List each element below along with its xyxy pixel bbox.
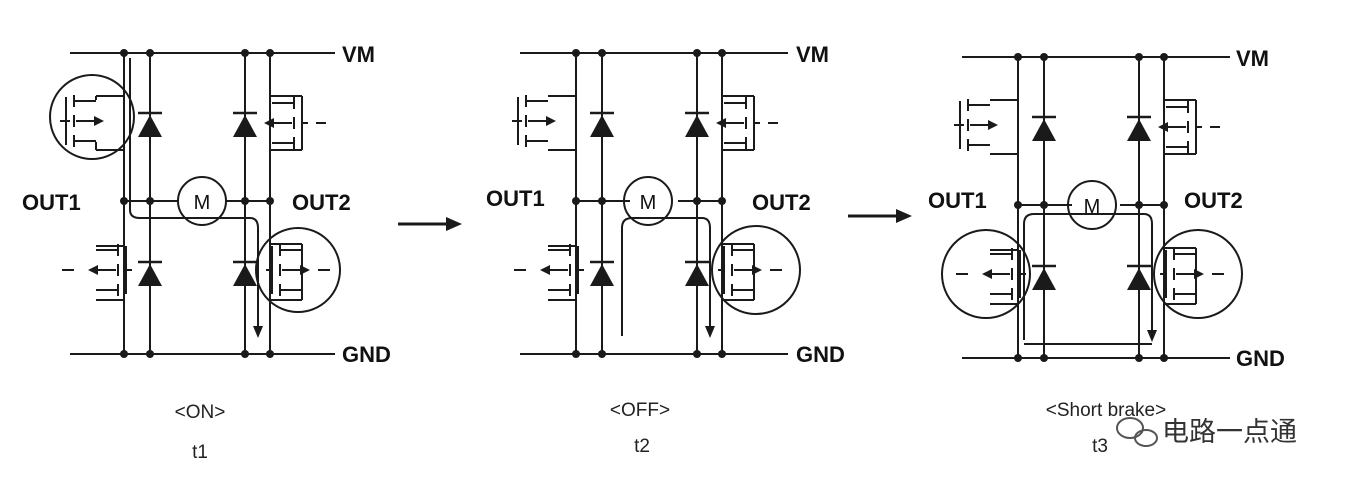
diode-icon xyxy=(136,111,164,139)
diode-icon xyxy=(1030,115,1058,143)
diode-icon xyxy=(588,111,616,139)
gnd-label: GND xyxy=(1236,346,1285,371)
motor-label: M xyxy=(194,192,211,214)
gnd-label: GND xyxy=(796,342,845,367)
watermark: 电路一点通 xyxy=(1116,417,1297,448)
motor-icon xyxy=(623,176,673,226)
time-caption: t1 xyxy=(192,442,208,463)
out1-label: OUT1 xyxy=(486,186,545,211)
highlight-circle xyxy=(1153,229,1243,319)
panel-on: M VM GND OUT1 OUT2 <ON> t1 xyxy=(22,42,391,463)
mode-caption: <Short brake> xyxy=(1046,400,1166,421)
highlight-circle xyxy=(255,227,341,313)
diode-icon xyxy=(683,111,711,139)
diode-icon xyxy=(231,111,259,139)
transition-arrow-icon xyxy=(848,209,912,223)
current-path-arrow xyxy=(621,217,711,336)
diode-icon xyxy=(1030,264,1058,292)
diode-icon xyxy=(1125,264,1153,292)
wechat-icon xyxy=(1116,417,1158,447)
transition-arrow-icon xyxy=(398,217,462,231)
motor-icon xyxy=(177,176,227,226)
out2-label: OUT2 xyxy=(1184,188,1243,213)
out1-label: OUT1 xyxy=(928,188,987,213)
mosfet-icon xyxy=(981,247,1027,301)
mosfet-icon xyxy=(717,243,763,297)
highlight-circle xyxy=(711,225,801,315)
motor-label: M xyxy=(640,192,657,214)
vm-label: VM xyxy=(342,42,375,67)
diode-icon xyxy=(136,260,164,288)
mosfet-icon xyxy=(539,243,585,297)
mode-caption: <ON> xyxy=(175,402,226,423)
diode-icon xyxy=(588,260,616,288)
time-caption: t3 xyxy=(1092,436,1108,457)
out2-label: OUT2 xyxy=(752,190,811,215)
diode-icon xyxy=(231,260,259,288)
watermark-text: 电路一点通 xyxy=(1162,417,1297,448)
mosfet-icon xyxy=(265,243,311,297)
current-path-arrow xyxy=(1023,213,1153,340)
diode-icon xyxy=(1125,115,1153,143)
motor-icon xyxy=(1067,180,1117,230)
highlight-circle xyxy=(941,229,1031,319)
out2-label: OUT2 xyxy=(292,190,351,215)
diode-icon xyxy=(683,260,711,288)
panel-off: M VM GND OUT1 OUT2 <OFF> t2 xyxy=(486,42,845,457)
time-caption: t2 xyxy=(634,436,650,457)
mosfet-icon xyxy=(1159,247,1205,301)
out1-label: OUT1 xyxy=(22,190,81,215)
motor-label: M xyxy=(1084,196,1101,218)
mode-caption: <OFF> xyxy=(610,400,670,421)
highlight-circle xyxy=(49,74,135,160)
vm-label: VM xyxy=(796,42,829,67)
mosfet-icon xyxy=(87,243,133,297)
vm-label: VM xyxy=(1236,46,1269,71)
current-path-arrow xyxy=(129,58,259,330)
gnd-label: GND xyxy=(342,342,391,367)
panel-short-brake: M VM GND OUT1 OUT2 <Short brake> t3 xyxy=(928,46,1285,457)
